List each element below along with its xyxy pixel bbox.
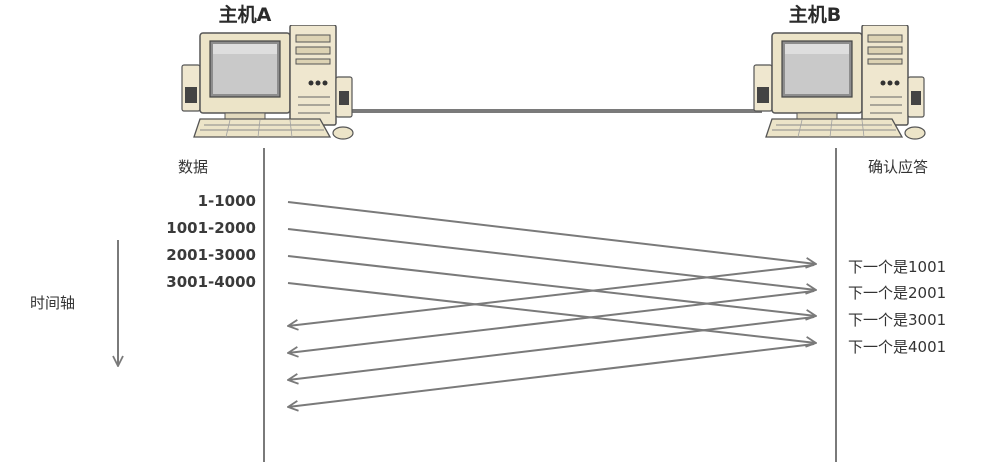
data-arrow [287, 201, 816, 264]
computer-icon [753, 25, 926, 140]
time-axis-label: 时间轴 [30, 294, 75, 312]
data-segment-label: 1001-2000 [166, 219, 256, 237]
ack-arrow [288, 316, 815, 380]
data-segment-label: 1-1000 [198, 192, 256, 210]
ack-label: 下一个是4001 [848, 338, 946, 356]
data-segment-label: 3001-4000 [166, 273, 256, 291]
host-b-title: 主机B [789, 4, 841, 26]
ack-label: 下一个是3001 [848, 311, 946, 329]
computer-icon [181, 25, 354, 140]
data-column-label: 数据 [178, 158, 208, 176]
data-segment-label: 2001-3000 [166, 246, 256, 264]
data-arrow [287, 282, 816, 343]
ack-arrow [288, 343, 815, 407]
ack-column-label: 确认应答 [868, 158, 928, 176]
ack-arrow [288, 264, 815, 326]
ack-arrow [288, 290, 815, 353]
ack-label: 下一个是1001 [848, 258, 946, 276]
host-a-title: 主机A [219, 4, 272, 26]
ack-label: 下一个是2001 [848, 284, 946, 302]
data-arrow [287, 255, 816, 316]
data-arrow [287, 228, 816, 290]
